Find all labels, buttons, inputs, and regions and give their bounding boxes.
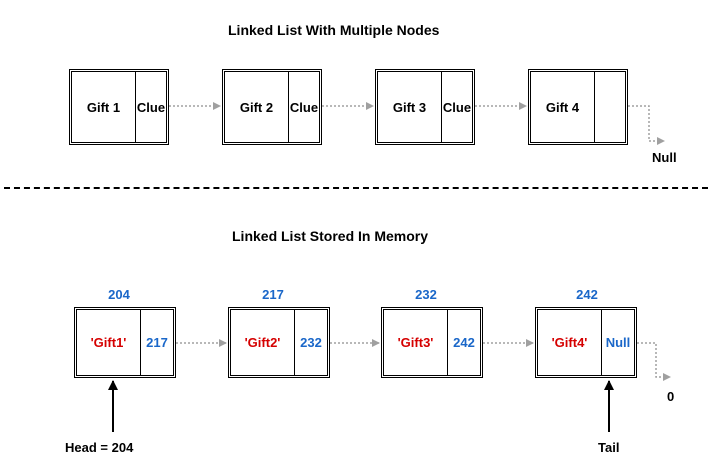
- node-address: 204: [108, 287, 130, 302]
- node-next: 242: [447, 310, 480, 375]
- list-node-3: Gift 3 Clue: [375, 69, 475, 145]
- memory-node-3: 'Gift3' 242: [381, 307, 483, 378]
- node-address: 232: [415, 287, 437, 302]
- top-title: Linked List With Multiple Nodes: [228, 22, 440, 38]
- zero-arrow: [637, 342, 671, 381]
- node-data: Gift 2: [239, 99, 274, 115]
- node-data: 'Gift4': [551, 335, 588, 350]
- null-arrow: [628, 105, 665, 145]
- memory-node-2: 'Gift2' 232: [228, 307, 330, 378]
- list-node-1: Gift 1 Clue: [69, 69, 169, 145]
- node-address: 217: [262, 287, 284, 302]
- node-next: [594, 72, 625, 142]
- memory-node-1: 'Gift1' 217: [74, 307, 176, 378]
- node-data: 'Gift2': [244, 335, 281, 350]
- tail-label: Tail: [598, 440, 620, 455]
- node-address: 242: [576, 287, 598, 302]
- node-data: Gift 4: [545, 99, 580, 115]
- node-data: 'Gift1': [90, 335, 127, 350]
- list-node-2: Gift 2 Clue: [222, 69, 322, 145]
- memory-node-4: 'Gift4' Null: [535, 307, 637, 378]
- node-next: Clue: [288, 72, 319, 142]
- bottom-title: Linked List Stored In Memory: [232, 228, 429, 244]
- node-next: Clue: [135, 72, 166, 142]
- null-terminator-label: Null: [652, 150, 677, 165]
- node-next: 217: [140, 310, 173, 375]
- node-data: 'Gift3': [397, 335, 434, 350]
- node-data: Gift 1: [86, 99, 121, 115]
- zero-terminator-label: 0: [667, 389, 675, 404]
- node-next: 232: [294, 310, 327, 375]
- node-next: Null: [601, 310, 634, 375]
- section-divider: [4, 187, 708, 189]
- node-data: Gift 3: [392, 99, 427, 115]
- list-node-4: Gift 4: [528, 69, 628, 145]
- node-next: Clue: [441, 72, 472, 142]
- head-label: Head = 204: [65, 440, 134, 455]
